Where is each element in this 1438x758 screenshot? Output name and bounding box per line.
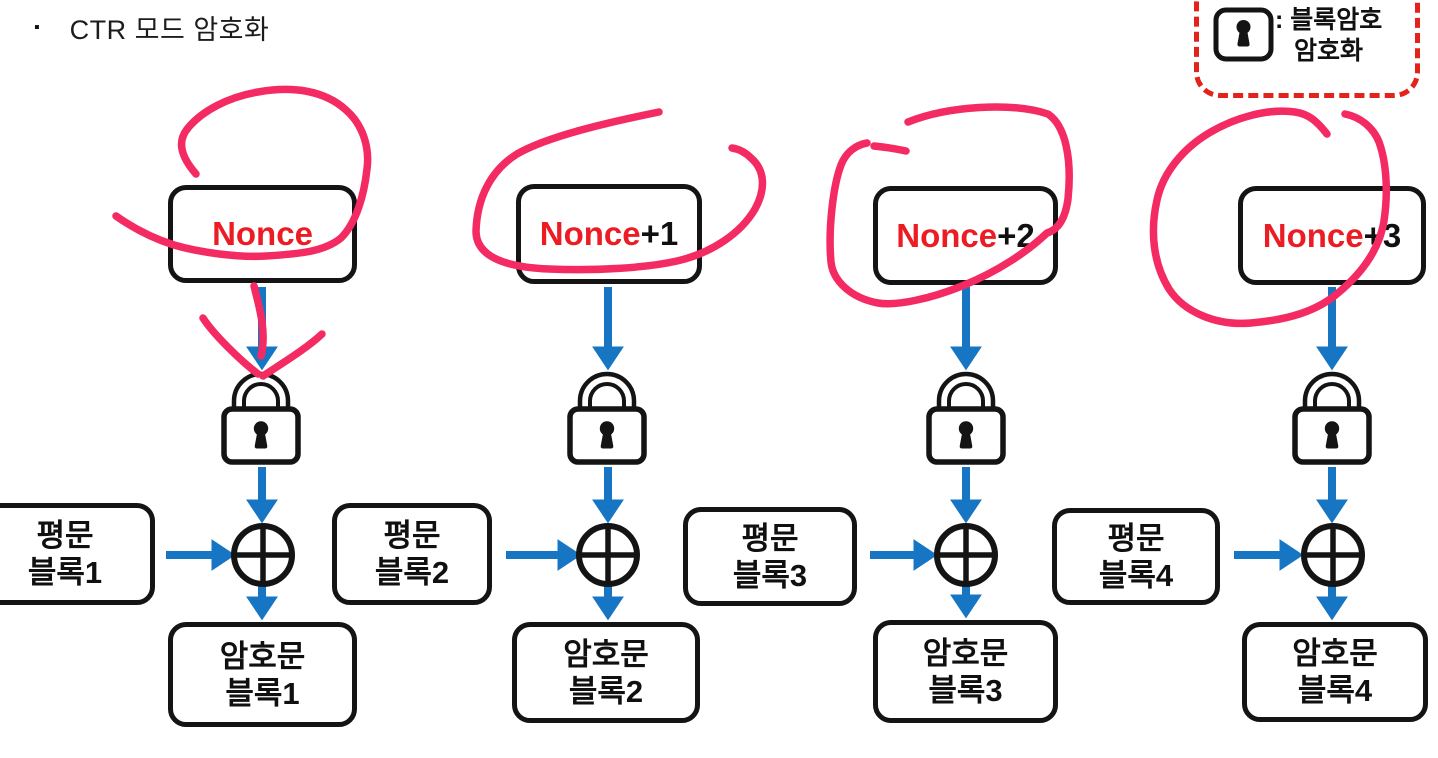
ciphertext-4-line2: 블록4 — [1297, 673, 1373, 708]
plaintext-box-3: 평문 블록3 — [683, 507, 857, 606]
plaintext-1-line2: 블록1 — [27, 555, 103, 590]
ciphertext-2-line1: 암호문 — [563, 636, 649, 672]
ciphertext-4-line1: 암호문 — [1292, 636, 1378, 671]
padlock-icon-4 — [1295, 374, 1369, 462]
ink-arrowhead-right-1 — [259, 330, 326, 380]
ciphertext-1-line1: 암호문 — [219, 638, 306, 674]
legend-label-line1: : 블록암호 — [1275, 6, 1383, 34]
xor-icon-2 — [579, 526, 637, 584]
counter-suffix-3: +2 — [997, 216, 1035, 254]
plaintext-2-line1: 평문 — [383, 518, 441, 553]
counter-box-4: Nonce+3 — [1238, 186, 1426, 285]
ciphertext-1-line2: 블록1 — [225, 675, 300, 711]
ciphertext-3-line2: 블록3 — [928, 672, 1003, 708]
counter-prefix-4: Nonce — [1262, 216, 1364, 254]
bullet-icon: ▪ — [34, 19, 40, 36]
plaintext-box-1: 평문 블록1 — [0, 503, 155, 605]
ciphertext-3-line1: 암호문 — [922, 635, 1009, 671]
counter-prefix-2: Nonce — [539, 215, 641, 252]
ciphertext-2-line2: 블록2 — [568, 673, 644, 709]
arrows-column-3 — [870, 287, 982, 619]
plaintext-3-line1: 평문 — [741, 520, 799, 556]
ink-circle-counter-3-hook — [870, 142, 910, 155]
ciphertext-box-2: 암호문 블록2 — [512, 622, 700, 723]
plaintext-3-line2: 블록3 — [732, 557, 808, 593]
plaintext-box-4: 평문 블록4 — [1052, 508, 1220, 605]
legend-label-line2: 암호화 — [1294, 37, 1364, 65]
ink-arrowhead-left-1 — [199, 314, 262, 378]
plaintext-2-line2: 블록2 — [374, 555, 450, 590]
slide-title-row: ▪ CTR 모드 암호화 — [34, 8, 269, 47]
plaintext-1-line1: 평문 — [36, 518, 94, 553]
plaintext-box-2: 평문 블록2 — [332, 503, 492, 605]
xor-icon-1 — [234, 526, 292, 584]
counter-prefix-3: Nonce — [896, 216, 998, 254]
page-title: CTR 모드 암호화 — [69, 15, 270, 45]
padlock-icon-2 — [570, 374, 644, 462]
legend-label: : 블록암호 암호화 — [1275, 5, 1382, 67]
padlock-icon-1 — [224, 374, 298, 462]
arrows-column-4 — [1234, 287, 1348, 621]
xor-icon-3 — [937, 526, 995, 584]
counter-box-2: Nonce+1 — [516, 184, 702, 284]
counter-suffix-4: +3 — [1363, 216, 1402, 254]
counter-box-1: Nonce — [168, 185, 357, 283]
counter-box-3: Nonce+2 — [873, 186, 1058, 285]
counter-prefix-1: Nonce — [212, 215, 313, 252]
counter-suffix-2: +1 — [640, 215, 679, 252]
legend-box: : 블록암호 암호화 — [1194, 0, 1420, 98]
plaintext-4-line2: 블록4 — [1098, 557, 1174, 593]
ciphertext-box-1: 암호문 블록1 — [168, 622, 357, 727]
ink-arrow-shaft-1 — [250, 282, 267, 360]
arrows-column-1 — [166, 287, 278, 621]
plaintext-4-line1: 평문 — [1107, 520, 1165, 556]
padlock-icon-3 — [929, 374, 1003, 462]
block-cipher-padlock-icon — [1213, 7, 1274, 62]
ciphertext-box-4: 암호문 블록4 — [1242, 622, 1428, 722]
xor-icon-4 — [1304, 526, 1362, 584]
arrows-column-2 — [506, 287, 624, 621]
ciphertext-box-3: 암호문 블록3 — [873, 620, 1058, 723]
